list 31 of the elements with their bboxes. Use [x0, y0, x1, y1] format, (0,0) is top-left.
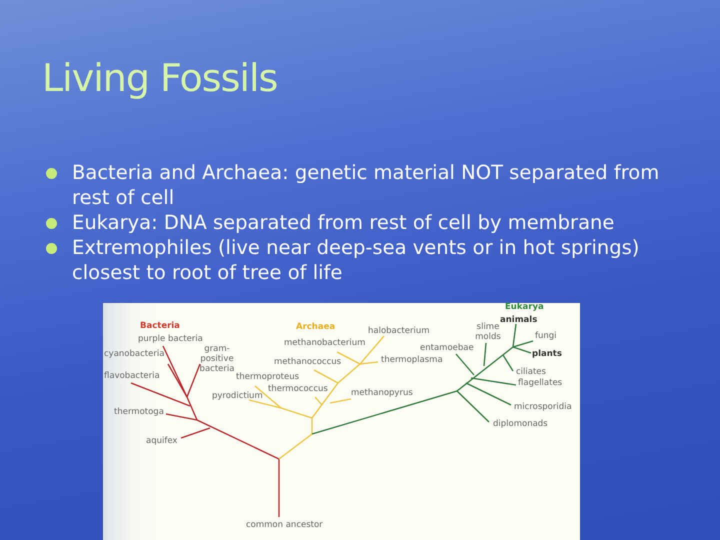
taxon-label: thermococcus — [268, 384, 328, 394]
taxon-label: pyrodictium — [212, 391, 263, 401]
taxon-label: thermoplasma — [381, 355, 443, 365]
taxon-label: methanopyrus — [351, 388, 413, 398]
bullet-point: Eukarya: DNA separated from rest of cell by membrane — [46, 210, 686, 235]
taxon-label: methanococcus — [274, 357, 342, 367]
bullet-point: Bacteria and Archaea: genetic material NOT separated from rest of cell — [46, 160, 686, 210]
domain-label: Archaea — [296, 322, 336, 332]
taxon-label: plants — [532, 349, 562, 359]
taxon-label: halobacterium — [368, 326, 430, 336]
domain-label: Bacteria — [140, 321, 180, 331]
taxon-label: purple bacteria — [138, 334, 203, 344]
taxon-label: microsporidia — [514, 402, 572, 412]
bullet-point: Extremophiles (live near deep-sea vents or in hot springs) closest to root of tree of life — [46, 235, 686, 285]
taxon-label: thermotoga — [114, 407, 164, 417]
taxon-label: animals — [500, 315, 538, 325]
slide-title: Living Fossils — [42, 56, 278, 100]
taxon-label: cyanobacteria — [104, 349, 164, 359]
taxon-label: aquifex — [146, 436, 178, 446]
domain-label: Eukarya — [505, 302, 544, 312]
taxon-label: slime molds — [474, 322, 501, 342]
taxon-label: flavobacteria — [104, 371, 160, 381]
taxon-label: common ancestor — [246, 520, 323, 530]
taxon-label: flagellates — [518, 378, 562, 388]
taxon-label: entamoebae — [420, 343, 474, 353]
taxon-label: diplomonads — [493, 419, 548, 429]
taxon-label: gram-positive bacteria — [198, 344, 236, 374]
taxon-label: methanobacterium — [284, 338, 366, 348]
taxon-label: thermoproteus — [236, 372, 300, 382]
taxon-label: fungi — [535, 331, 557, 341]
taxon-label: ciliates — [516, 367, 546, 377]
